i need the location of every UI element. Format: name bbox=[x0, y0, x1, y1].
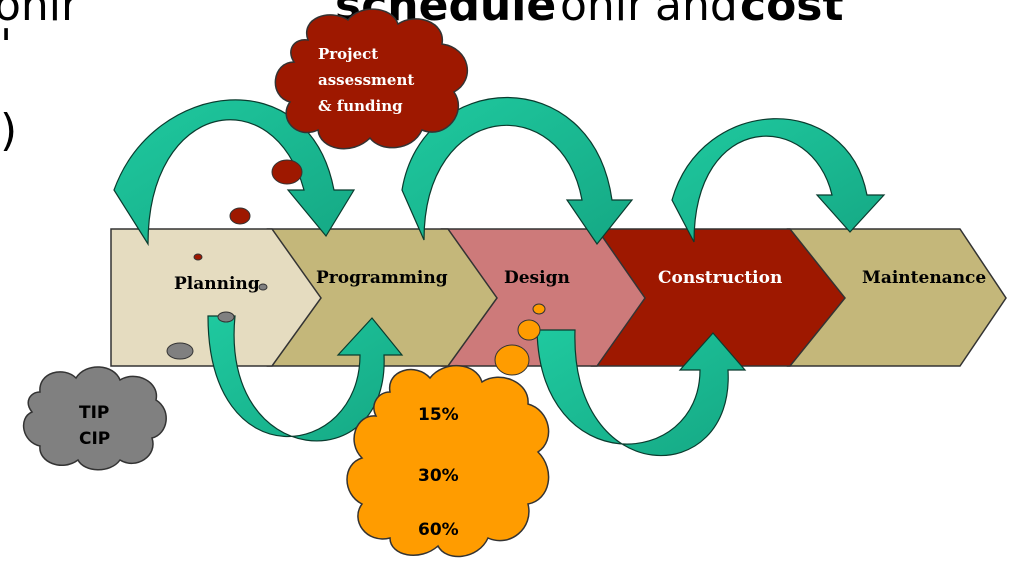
stage-label-planning: Planning bbox=[174, 274, 260, 294]
headline-quote: ' bbox=[0, 20, 12, 71]
stage-label-design: Design bbox=[504, 268, 570, 288]
tip-dot-small bbox=[258, 283, 268, 291]
arrows-upper bbox=[113, 97, 886, 247]
tip-cloud: TIP CIP bbox=[22, 366, 167, 471]
funding-line-3: & funding bbox=[318, 97, 403, 115]
headline-left-fragment: onir bbox=[0, 0, 80, 31]
percent-dot-large bbox=[494, 344, 530, 376]
percent-line-15: 15% bbox=[418, 405, 459, 425]
headline-middle-fragment: onir bbox=[560, 0, 646, 31]
funding-dot-small bbox=[193, 253, 203, 261]
percent-line-30: 30% bbox=[418, 466, 459, 486]
tip-line-1: TIP bbox=[79, 403, 109, 423]
stage-label-programming: Programming bbox=[316, 268, 448, 288]
funding-line-2: assessment bbox=[318, 71, 414, 89]
stage-label-maintenance: Maintenance bbox=[862, 268, 986, 288]
stage-chevrons bbox=[110, 228, 1007, 367]
percent-dot-medium bbox=[517, 319, 541, 341]
funding-line-1: Project bbox=[318, 45, 378, 63]
percent-cloud: 15% 30% 60% bbox=[346, 364, 550, 558]
arrows-lower bbox=[207, 315, 747, 457]
curved-arrow-upper-planning bbox=[113, 99, 356, 247]
tip-cloud-shape bbox=[22, 366, 167, 471]
headline: onir schedule onir and cost ' ) bbox=[0, 0, 844, 156]
bubble-dots bbox=[166, 159, 546, 376]
headline-bracket: ) bbox=[0, 105, 17, 156]
curved-arrow-upper-construction bbox=[671, 118, 886, 243]
curved-arrow-lower-programming bbox=[207, 315, 404, 442]
percent-dot-small bbox=[532, 303, 546, 315]
headline-cost: cost bbox=[740, 0, 844, 31]
stage-label-construction: Construction bbox=[658, 268, 782, 288]
percent-cloud-shape bbox=[346, 364, 550, 558]
stage-labels: Planning Programming Design Construction… bbox=[174, 268, 986, 294]
tip-dot-medium bbox=[217, 311, 235, 323]
percent-line-60: 60% bbox=[418, 520, 459, 540]
headline-and: and bbox=[655, 0, 738, 31]
funding-dot-large bbox=[271, 159, 303, 185]
curved-arrow-lower-construction bbox=[536, 329, 747, 457]
stage-planning bbox=[110, 228, 322, 367]
tip-line-2: CIP bbox=[79, 429, 110, 449]
funding-cloud-shape bbox=[274, 8, 469, 150]
tip-dot-large bbox=[166, 342, 194, 360]
funding-cloud: Project assessment & funding bbox=[274, 8, 469, 150]
funding-dot-medium bbox=[229, 207, 251, 225]
